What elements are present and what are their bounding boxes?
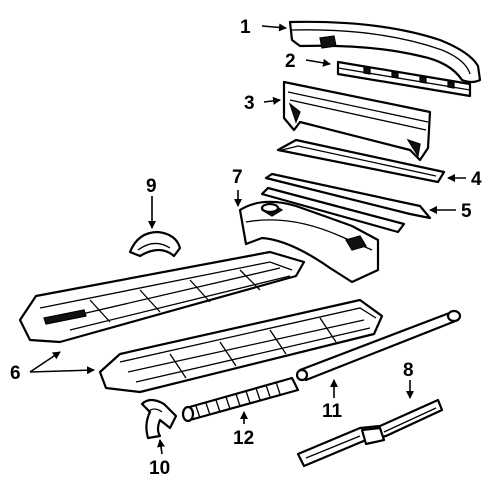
callout-7: 7 xyxy=(232,167,243,188)
part-1-upper-panel xyxy=(288,20,482,84)
part-2-rail xyxy=(336,60,472,98)
part-5-seal xyxy=(260,172,432,234)
part-10-elbow xyxy=(140,398,178,440)
part-8-bracket-bar xyxy=(296,398,444,468)
part-6-floor-pan-left xyxy=(18,250,306,344)
part-4-frame xyxy=(276,138,446,184)
callout-1: 1 xyxy=(240,17,251,38)
callout-2: 2 xyxy=(285,51,296,72)
callout-10: 10 xyxy=(149,458,170,479)
callout-11: 11 xyxy=(322,401,343,422)
callout-5: 5 xyxy=(461,201,472,222)
callout-3: 3 xyxy=(244,93,255,114)
part-3-reinforcement xyxy=(282,80,432,162)
part-11-rod xyxy=(295,309,462,382)
part-12-hose xyxy=(181,376,300,423)
part-9-bracket xyxy=(128,230,182,258)
callout-9: 9 xyxy=(146,176,157,197)
callout-4: 4 xyxy=(471,169,482,190)
part-6-floor-pan-right xyxy=(98,298,384,394)
callout-8: 8 xyxy=(403,360,414,381)
part-7-jack-holder xyxy=(238,200,380,284)
callout-6: 6 xyxy=(10,363,21,384)
callout-12: 12 xyxy=(233,428,254,449)
leader-lines xyxy=(29,23,466,455)
